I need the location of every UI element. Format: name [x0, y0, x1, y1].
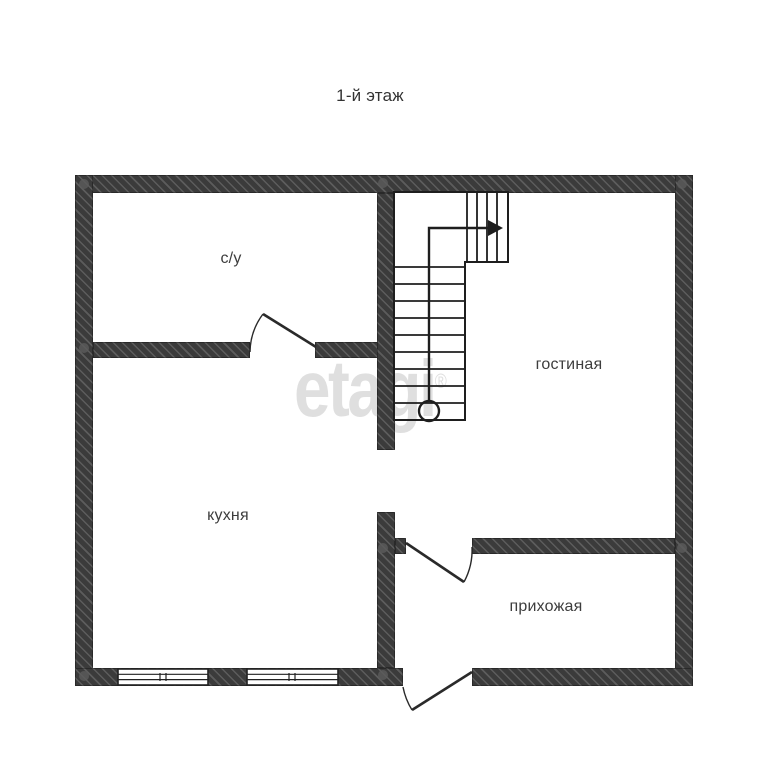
- stair-direction-arrow: [417, 220, 503, 423]
- corner-dot: [79, 179, 89, 189]
- corner-dot: [378, 670, 388, 680]
- registered-mark-icon: ®: [434, 371, 447, 393]
- kitchen-window-2: [246, 668, 339, 686]
- corner-dot: [378, 178, 388, 188]
- entrance-door: [402, 670, 473, 712]
- kitchen-window-1: [117, 668, 209, 686]
- wall-bathroom-right: [315, 342, 395, 358]
- staircase-outline: [393, 191, 509, 421]
- wall-bathroom-left: [93, 342, 250, 358]
- stair-arrow-start-circle: [417, 399, 441, 423]
- hallway-door-leaf: [405, 541, 465, 584]
- window-frame: [117, 668, 209, 686]
- bathroom-door-swing-arc: [249, 313, 264, 353]
- window-glazing-lines: [247, 673, 338, 681]
- room-label-kuhnya: кухня: [207, 507, 249, 524]
- entrance-door-leaf: [411, 670, 473, 712]
- hallway-door-swing-arc: [463, 546, 473, 583]
- corner-dot: [677, 179, 687, 189]
- wall-hallway-stub: [395, 538, 406, 554]
- room-label-gostinaya: гостиная: [535, 356, 603, 373]
- watermark-text: etagi: [294, 344, 437, 433]
- window-frame: [246, 668, 339, 686]
- room-label-su: с/у: [220, 250, 242, 267]
- corner-dot: [677, 543, 687, 553]
- stair-arrow-shaft: [427, 226, 490, 401]
- stair-arrow-head-icon: [488, 220, 503, 236]
- wall-outer-left: [75, 175, 93, 686]
- wall-stairs-divider: [377, 193, 395, 450]
- wall-corner-dots: [79, 178, 687, 681]
- floor-title: 1-й этаж: [336, 86, 404, 105]
- corner-dot: [79, 671, 89, 681]
- wall-outer-right: [675, 175, 693, 686]
- bathroom-door-leaf: [262, 312, 317, 349]
- entrance-door-swing-arc: [402, 686, 413, 711]
- staircase: [393, 191, 509, 423]
- corner-dot: [378, 543, 388, 553]
- wall-hallway-right: [472, 538, 675, 554]
- corner-dot: [79, 343, 89, 353]
- window-glazing-lines: [118, 673, 208, 681]
- window-center-ticks: [288, 673, 296, 681]
- wall-outer-bottom-right: [472, 668, 693, 686]
- window-center-ticks: [159, 673, 167, 681]
- bathroom-door: [249, 312, 317, 353]
- room-label-prihozhaya: прихожая: [509, 598, 583, 615]
- watermark: etagi®: [294, 349, 447, 429]
- hallway-door: [405, 541, 473, 584]
